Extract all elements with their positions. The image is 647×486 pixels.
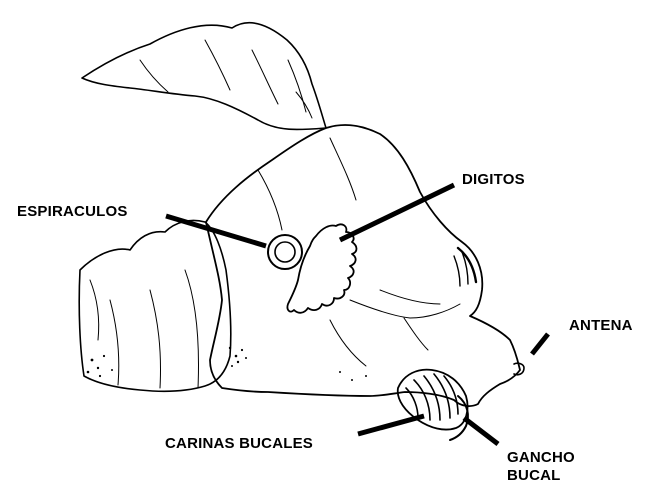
label-carinas-bucales: CARINAS BUCALES <box>165 435 313 453</box>
label-antena: ANTENA <box>569 317 633 335</box>
posterior-segment-outline <box>82 23 326 130</box>
antena-leader <box>532 334 548 354</box>
label-gancho-line2: BUCAL <box>507 467 561 485</box>
gancho-bucal-leader <box>464 418 498 444</box>
digitos-leader <box>340 185 454 240</box>
espiraculos-leader <box>166 216 266 246</box>
label-espiraculos: ESPIRACULOS <box>17 203 128 221</box>
rear-body-outline <box>79 220 231 391</box>
label-gancho-line1: GANCHO <box>507 449 575 467</box>
label-digitos: DIGITOS <box>462 171 525 189</box>
head-capsule-outline <box>206 125 520 406</box>
carinas-bucales-leader <box>358 416 424 434</box>
spiracle <box>268 235 302 269</box>
